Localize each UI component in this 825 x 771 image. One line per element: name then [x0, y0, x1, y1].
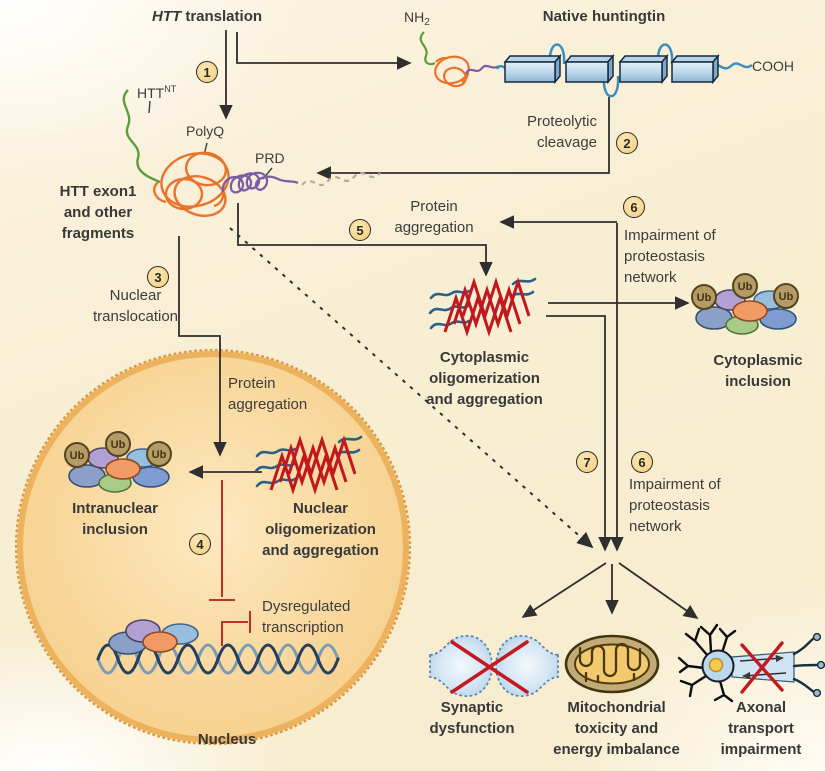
axonal-transport-label: Axonal transport impairment [720, 699, 802, 758]
step-badge-1: 1 [196, 61, 218, 83]
step-badge-3: 3 [147, 266, 169, 288]
polyq-orange-coil [434, 55, 470, 88]
proteolytic-cleavage-label: Proteolytic cleavage [526, 113, 597, 151]
proteolytic-cleavage-connector [316, 97, 610, 180]
heat-repeat-box [503, 53, 562, 85]
cytoplasmic-inclusion-label: Cytoplasmic inclusion [713, 352, 803, 390]
toxicity-fan-right [618, 562, 699, 619]
mitochondrion-icon [564, 634, 660, 694]
dna-helix [96, 643, 340, 675]
impairment-proteostasis-label-bottom: Impairment of proteostasis network [629, 476, 721, 535]
direct-toxicity-dashed-arrow [229, 227, 594, 549]
transcription-inhibition-tbar [209, 480, 251, 646]
nterm-green-squiggle [419, 31, 436, 66]
protein-aggregation-nucleus-label: Protein aggregation [228, 375, 308, 413]
protein-aggregation-label: Protein aggregation [394, 198, 474, 236]
nuclear-translocation-label: Nuclear translocation [92, 287, 179, 325]
step-badge-6-bottom: 6 [631, 451, 653, 473]
prd-purple-squiggle [464, 64, 500, 75]
step-badge-2: 2 [616, 132, 638, 154]
htt-nt-label: HTTNT [137, 84, 177, 101]
polyq-orange-coil [153, 151, 230, 217]
transcription-factors [108, 619, 199, 655]
htt-exon1-label: HTT exon1 and other fragments [59, 183, 137, 242]
step-badge-4: 4 [189, 533, 211, 555]
nterm-green-squiggle [122, 89, 161, 184]
mitochondrial-toxicity-label: Mitochondrial toxicity and energy imbala… [553, 699, 680, 758]
translation-branch-arrow [236, 32, 412, 70]
impairment-proteostasis-label-top: Impairment of proteostasis network [624, 227, 716, 286]
red-cross-icon [740, 641, 784, 694]
oligomer-toxicity-line [546, 315, 612, 552]
polyq-label: PolyQ [186, 123, 225, 139]
synapse-icon [429, 635, 559, 697]
toxicity-fan-left [521, 562, 607, 618]
cleaved-tail-dashed [301, 171, 381, 187]
dysregulated-transcription-label: Dysregulated transcription [262, 598, 351, 636]
step-badge-6-top: 6 [623, 196, 645, 218]
step-badge-5: 5 [349, 219, 371, 241]
neuron-icon [677, 623, 825, 703]
htt-gene-text: HTT [152, 8, 182, 25]
cytoplasmic-oligomerization-label: Cytoplasmic oligomerization and aggregat… [426, 349, 543, 408]
nuclear-translocation-connector [178, 236, 227, 457]
cytoplasmic-aggregate-icon [428, 277, 537, 334]
nucleus-label: Nucleus [197, 731, 257, 748]
native-huntingtin-structure [419, 31, 753, 98]
heat-repeat-box [618, 53, 669, 85]
prd-purple-coil [221, 171, 299, 194]
heat-repeat-box [564, 53, 615, 85]
nuclear-oligomerization-label: Nuclear oligomerization and aggregation [262, 500, 379, 559]
synaptic-dysfunction-label: Synaptic dysfunction [429, 699, 515, 737]
cooh-label: COOH [752, 58, 794, 74]
htt-fragment-structure [122, 89, 381, 217]
protein-aggregation-connector [237, 203, 493, 277]
prd-label: PRD [255, 150, 285, 166]
step-badge-7: 7 [576, 451, 598, 473]
heat-repeat-boxes [503, 53, 720, 85]
nh2-label: NH2 [404, 9, 430, 28]
heat-repeat-box [670, 53, 720, 85]
red-cross-icon [450, 640, 529, 694]
native-huntingtin-label: Native huntingtin [542, 8, 666, 25]
intranuclear-inclusion-label: Intranuclear inclusion [72, 500, 158, 538]
htt-translation-label: HTT translation [152, 8, 263, 25]
